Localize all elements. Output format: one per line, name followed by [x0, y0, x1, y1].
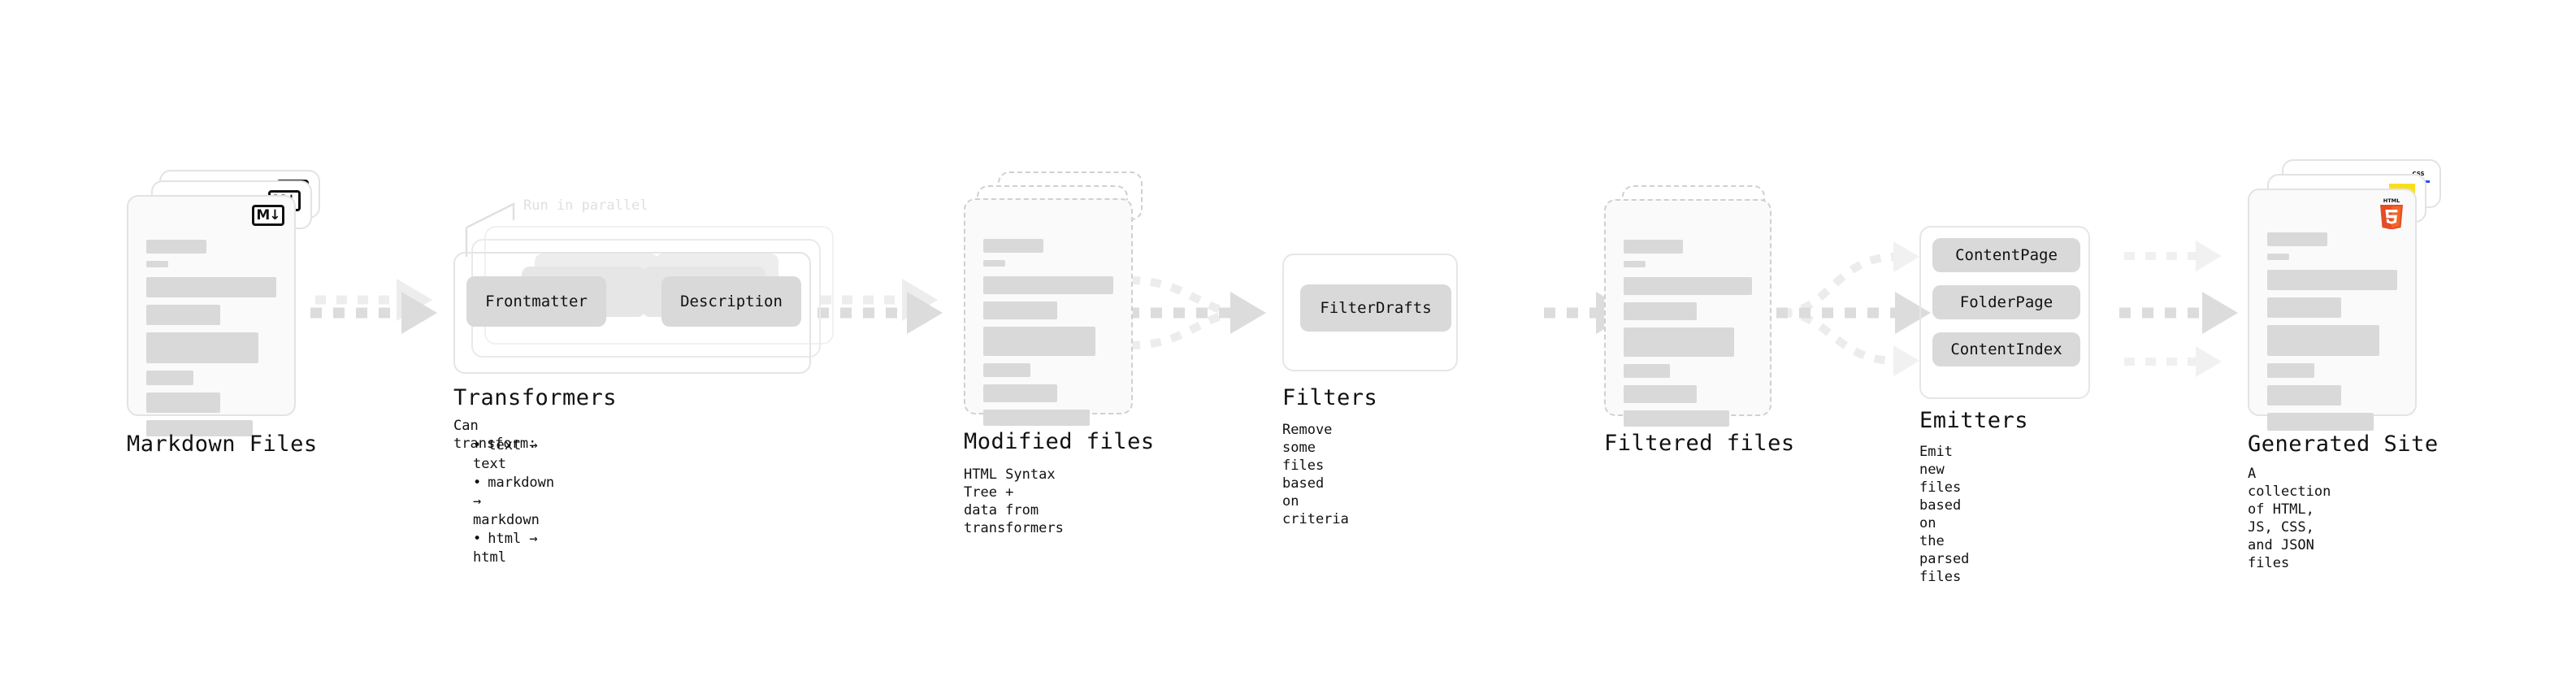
card-placeholder-lines	[983, 224, 1113, 426]
generated-card-front[interactable]: HTML	[2248, 189, 2417, 431]
run-in-parallel-label: Run in parallel	[523, 197, 648, 214]
page-title: Markdown Files	[127, 432, 318, 457]
filter-pill-filterdrafts[interactable]: FilterDrafts	[1300, 284, 1451, 332]
filters-box[interactable]: FilterDrafts	[1282, 254, 1458, 371]
page-title: Generated Site	[2248, 432, 2439, 457]
arrow-filtered-to-emitters-fanout	[1776, 241, 1931, 376]
transformer-pill-description[interactable]: Description	[661, 276, 801, 327]
transformers-bullet-list: text → text markdown → markdown html → h…	[458, 436, 554, 567]
page-title: Emitters	[1919, 408, 2029, 433]
markdown-card-front[interactable]: M↓	[127, 195, 296, 436]
filtered-card-front[interactable]	[1604, 199, 1772, 427]
emitter-pill-folderpage[interactable]: FolderPage	[1932, 285, 2080, 319]
card-placeholder-lines	[146, 221, 276, 436]
list-item: html → html	[473, 530, 554, 567]
arrow-markdown-to-transformers	[310, 279, 437, 334]
list-item: text → text	[473, 436, 554, 474]
page-title: Filters	[1282, 385, 1378, 410]
emitters-subtitle: Emit new files based on the parsed files	[1919, 444, 1970, 585]
modified-card-front[interactable]	[964, 198, 1133, 426]
list-item: markdown → markdown	[473, 474, 554, 530]
transformer-box-front[interactable]: Frontmatter Description	[453, 252, 811, 374]
page-title: Transformers	[453, 385, 618, 410]
arrow-modified-to-filters-merge	[1128, 276, 1266, 349]
emitter-pill-contentindex[interactable]: ContentIndex	[1932, 332, 2080, 367]
svg-text:HTML: HTML	[2383, 197, 2400, 204]
arrow-transformers-to-modified	[817, 279, 943, 334]
emitter-pill-contentpage[interactable]: ContentPage	[1932, 238, 2080, 272]
markdown-badge: M↓	[252, 205, 284, 226]
page-title: Modified files	[964, 429, 1155, 454]
emitters-box[interactable]: ContentPage FolderPage ContentIndex	[1919, 226, 2090, 399]
filters-subtitle: Remove some files based on criteria	[1282, 422, 1349, 527]
modified-files-subtitle: HTML Syntax Tree + data from transformer…	[964, 466, 1064, 536]
card-placeholder-lines	[2267, 215, 2397, 431]
generated-site-subtitle: A collection of HTML, JS, CSS, and JSON …	[2248, 466, 2331, 571]
arrow-emitters-to-site	[2119, 241, 2238, 377]
card-placeholder-lines	[1624, 225, 1752, 427]
page-title: Filtered files	[1604, 431, 1795, 456]
transformer-pill-frontmatter[interactable]: Frontmatter	[466, 276, 606, 327]
html5-badge: HTML	[2380, 197, 2403, 229]
